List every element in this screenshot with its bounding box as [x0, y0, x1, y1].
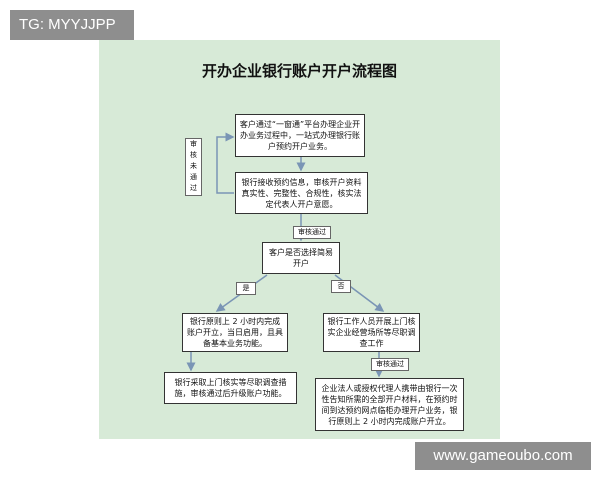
step-online-booking: 客户通过“一窗通”平台办理企业开办业务过程中，一站式办理银行账户预约开户业务。 [235, 114, 365, 157]
label-not-approved: 审核未通过 [185, 138, 202, 196]
step-upgrade-account: 银行采取上门核实等尽职调查措施，审核通过后升级账户功能。 [164, 372, 297, 404]
arrow-loop-not-approved [216, 132, 235, 194]
decision-simple-account-text: 客户是否选择简易开户 [269, 248, 333, 268]
step-onsite-verification-text: 银行工作人员开展上门核实企业经营场所等尽职调查工作 [327, 317, 416, 348]
decision-simple-account: 客户是否选择简易开户 [262, 242, 340, 274]
step-counter-open: 企业法人或授权代理人携带由银行一次性告知所需的全部开户材料，在预约时间到达预约网… [315, 378, 464, 431]
corner-tag: TG: MYYJJPP [10, 10, 134, 40]
label-approved-2: 审核通过 [371, 358, 409, 371]
step-simple-open-text: 银行原则上 2 小时内完成账户开立，当日启用，且具备基本业务功能。 [187, 317, 283, 348]
watermark: www.gameoubo.com [415, 442, 591, 470]
step-bank-review-text: 银行接收预约信息，审核开户资料真实性、完整性、合规性，核实法定代表人开户意愿。 [241, 177, 362, 209]
step-simple-open: 银行原则上 2 小时内完成账户开立，当日启用，且具备基本业务功能。 [182, 313, 288, 352]
step-online-booking-text: 客户通过“一窗通”平台办理企业开办业务过程中，一站式办理银行账户预约开户业务。 [239, 120, 361, 151]
label-yes: 是 [236, 282, 256, 295]
step-upgrade-account-text: 银行采取上门核实等尽职调查措施，审核通过后升级账户功能。 [174, 378, 287, 398]
step-bank-review: 银行接收预约信息，审核开户资料真实性、完整性、合规性，核实法定代表人开户意愿。 [235, 172, 368, 214]
label-no: 否 [331, 280, 351, 293]
flowchart-title: 开办企业银行账户开户流程图 [201, 62, 397, 80]
step-onsite-verification: 银行工作人员开展上门核实企业经营场所等尽职调查工作 [323, 313, 420, 352]
flowchart-panel: 开办企业银行账户开户流程图 客户通过“一窗通”平台办理企业开办业务过程中，一站式… [99, 40, 500, 439]
label-approved: 审核通过 [293, 226, 331, 239]
step-counter-open-text: 企业法人或授权代理人携带由银行一次性告知所需的全部开户材料，在预约时间到达预约网… [321, 383, 458, 426]
